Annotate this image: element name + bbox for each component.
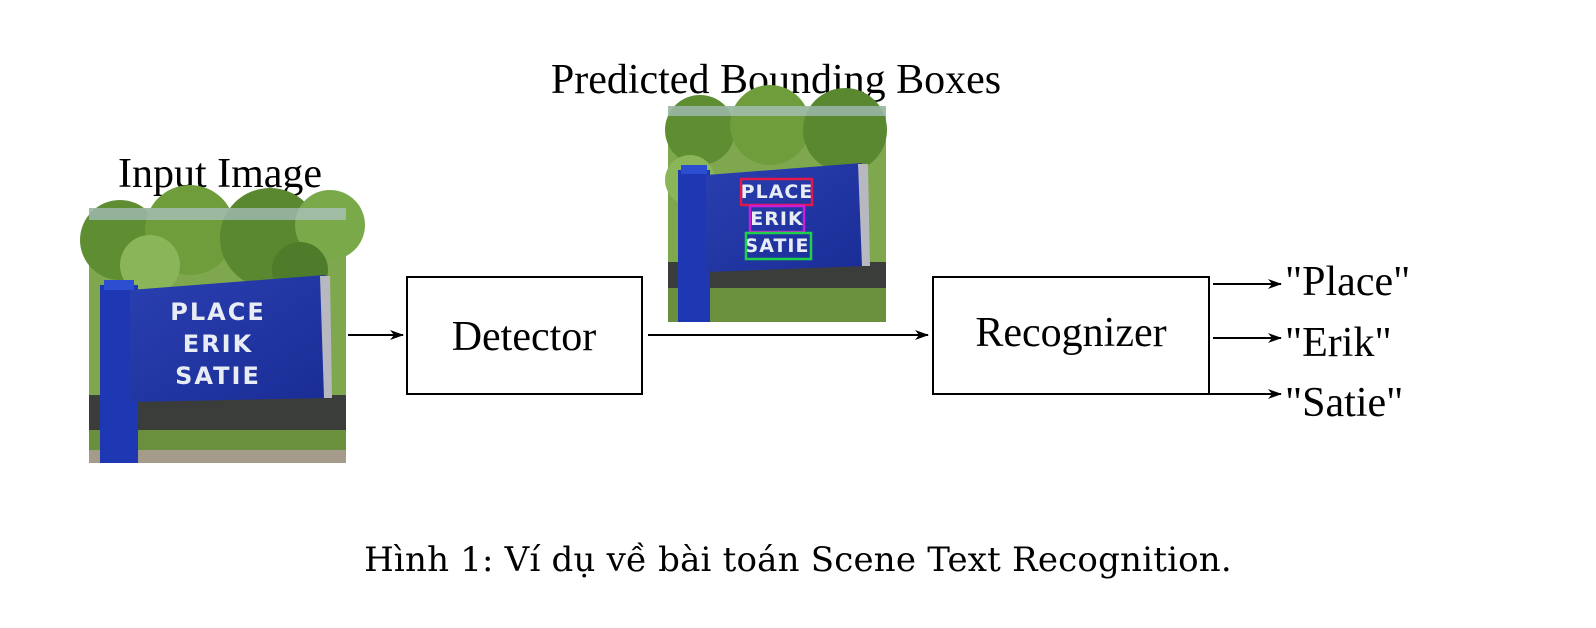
output-place: "Place" <box>1285 259 1410 305</box>
pred-word-satie: SATIE <box>745 235 810 257</box>
output-satie: "Satie" <box>1285 380 1403 426</box>
pred-word-erik: ERIK <box>750 208 804 230</box>
sign-word-erik: ERIK <box>183 330 253 358</box>
predicted-boxes-image: PLACE ERIK SATIE <box>665 85 887 322</box>
figure-caption: Hình 1: Ví dụ về bài toán Scene Text Rec… <box>364 540 1232 580</box>
recognizer-label: Recognizer <box>975 310 1166 356</box>
input-image-label: Input Image <box>118 151 322 197</box>
bounding-box-satie <box>744 231 813 261</box>
sign-word-place: PLACE <box>170 298 265 326</box>
detector-box <box>406 276 643 395</box>
sign-word-satie: SATIE <box>175 362 261 390</box>
detector-label: Detector <box>452 314 597 360</box>
output-erik: "Erik" <box>1285 320 1392 366</box>
recognizer-box <box>932 276 1210 395</box>
input-image: PLACE ERIK SATIE <box>80 185 365 463</box>
pred-word-place: PLACE <box>741 181 814 203</box>
